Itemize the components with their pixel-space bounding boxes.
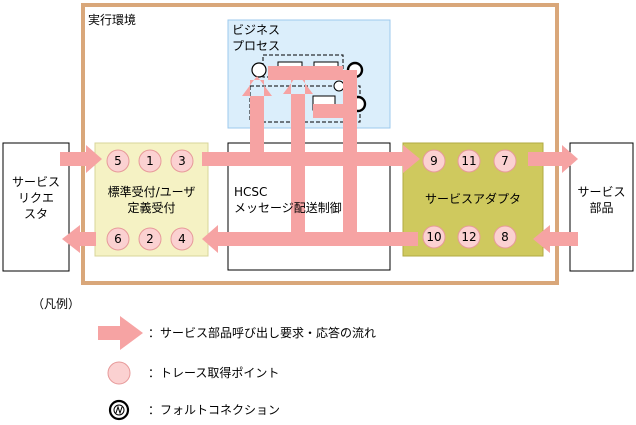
service-component-label-line2: 部品 bbox=[589, 201, 614, 215]
trace-points bbox=[106, 149, 517, 251]
trace-point-label-12: 12 bbox=[461, 230, 477, 244]
trace-point-1 bbox=[138, 149, 162, 173]
arrow-component-to-adapter bbox=[533, 225, 578, 253]
requester-label-line2: リクエ bbox=[17, 191, 54, 205]
trace-point-label-2: 2 bbox=[146, 232, 154, 246]
trace-point-11 bbox=[457, 149, 481, 173]
trace-point-label-5: 5 bbox=[114, 154, 122, 168]
trace-point-10 bbox=[422, 225, 446, 249]
trace-point-4 bbox=[170, 227, 194, 251]
trace-point-2 bbox=[138, 227, 162, 251]
arrow-adapter-to-reception bbox=[202, 225, 418, 253]
trace-point-9 bbox=[422, 149, 446, 173]
arrow-adapter-to-component bbox=[528, 145, 578, 173]
trace-point-label-1: 1 bbox=[146, 154, 154, 168]
legend-fault-text: ：フォルトコネクション bbox=[148, 403, 281, 417]
trace-point-label-7: 7 bbox=[501, 154, 509, 168]
fault-connection-icon bbox=[108, 399, 130, 421]
arrow-process-top bbox=[268, 66, 343, 80]
standard-reception-label-line2: 定義受付 bbox=[127, 201, 176, 215]
service-requester-box bbox=[2, 142, 70, 272]
arrow-vertical-right bbox=[343, 70, 357, 246]
legend bbox=[98, 316, 143, 421]
trace-point-6 bbox=[106, 227, 130, 251]
arrow-process-lower bbox=[313, 104, 343, 118]
trace-point-label-3: 3 bbox=[178, 154, 186, 168]
trace-point-7 bbox=[493, 149, 517, 173]
trace-point-12 bbox=[457, 225, 481, 249]
arrow-up-to-process-left bbox=[242, 76, 272, 166]
legend-trace-text: ：トレース取得ポイント bbox=[148, 366, 280, 380]
trace-point-5 bbox=[106, 149, 130, 173]
trace-point-label-11: 11 bbox=[461, 154, 477, 168]
arrow-reception-to-requester bbox=[62, 225, 96, 253]
standard-reception-label-line1: 標準受付/ユーザ bbox=[107, 185, 196, 199]
business-process-label-line2: プロセス bbox=[232, 39, 281, 53]
trace-point-label-10: 10 bbox=[426, 230, 442, 244]
trace-point-label-8: 8 bbox=[501, 230, 509, 244]
legend-flow-arrow bbox=[98, 316, 143, 350]
trace-point-label-9: 9 bbox=[430, 154, 438, 168]
legend-trace-point bbox=[107, 361, 131, 385]
legend-flow-text: ：サービス部品呼び出し要求・応答の流れ bbox=[148, 326, 377, 340]
requester-label-line3: スタ bbox=[23, 207, 48, 221]
arrow-up-to-process-middle bbox=[283, 74, 313, 246]
requester-label-line1: サービス bbox=[11, 175, 60, 189]
hcsc-label-line1: HCSC bbox=[234, 185, 268, 199]
execution-environment-frame bbox=[81, 3, 559, 285]
service-adapter-label: サービスアダプタ bbox=[424, 192, 521, 206]
service-component-box bbox=[569, 142, 634, 272]
service-component-label-line1: サービス bbox=[577, 185, 626, 199]
legend-title: （凡例） bbox=[32, 297, 81, 311]
flow-arrows bbox=[60, 66, 578, 253]
arrow-requester-to-reception bbox=[60, 145, 102, 173]
trace-point-8 bbox=[493, 225, 517, 249]
execution-environment-title: 実行環境 bbox=[88, 13, 137, 27]
business-process-label-line1: ビジネス bbox=[232, 23, 281, 37]
trace-point-label-6: 6 bbox=[114, 232, 122, 246]
hcsc-label-line2: メッセージ配送制御 bbox=[234, 201, 342, 215]
trace-point-3 bbox=[170, 149, 194, 173]
trace-point-label-4: 4 bbox=[178, 232, 186, 246]
